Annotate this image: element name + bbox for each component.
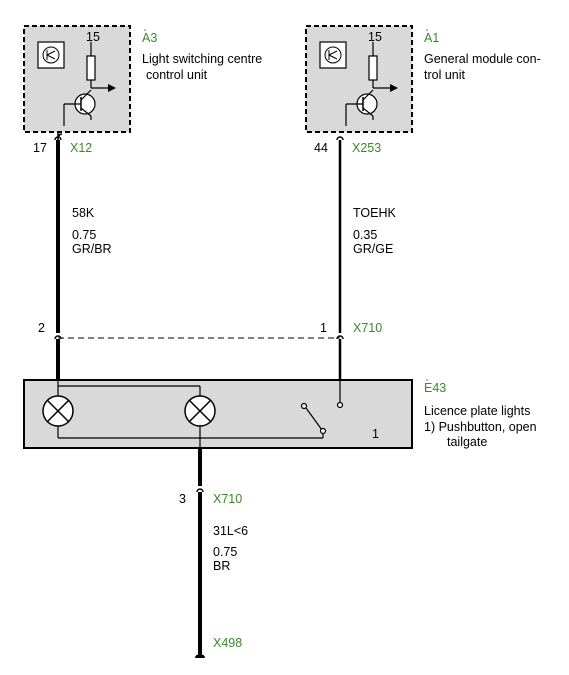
- a3-name-line2: control unit: [146, 68, 208, 82]
- a1-name-line2: trol unit: [424, 68, 466, 82]
- component-e43-box: [23, 379, 413, 449]
- a1-name-line1: General module con-: [424, 52, 541, 66]
- connector-pin-icon: [54, 136, 62, 141]
- a3-pin-out: 17: [33, 141, 47, 155]
- e43-name-line1: Licence plate lights: [424, 404, 530, 418]
- wire-bottom-size: 0.75: [213, 545, 237, 559]
- pushbutton-switch-icon: [300, 401, 344, 435]
- a3-pin-15: 15: [86, 30, 100, 44]
- a1-pin-15: 15: [368, 30, 382, 44]
- ground-name: X498: [213, 636, 242, 650]
- e43-switch-note: 1: [372, 427, 379, 441]
- wire-toehk: [336, 136, 344, 380]
- ground-icon: [195, 654, 205, 658]
- e43-id: E43: [424, 381, 446, 395]
- wire-right-signal: TOEHK: [353, 206, 396, 220]
- a1-pin-out: 44: [314, 141, 328, 155]
- id-accent-mark: [426, 29, 428, 31]
- resistor-icon: [368, 55, 378, 81]
- id-accent-mark: [144, 29, 146, 31]
- wire-bottom-signal: 31L<6: [213, 524, 248, 538]
- wire-bottom-color: BR: [213, 559, 230, 573]
- wire-58k: [54, 132, 63, 380]
- wire-right-color: GR/GE: [353, 242, 393, 256]
- connector-pin-icon: [196, 488, 204, 493]
- module-a1: 15: [305, 25, 413, 133]
- x710-top-pin-left: 2: [38, 321, 45, 335]
- wire-31l: [195, 448, 205, 658]
- id-accent-mark: [426, 379, 428, 381]
- x710-bottom-pin: 3: [179, 492, 186, 506]
- resistor-icon: [86, 55, 96, 81]
- transistor-symbol-icon: [319, 41, 347, 69]
- connector-pin-icon: [336, 335, 344, 340]
- transistor-symbol-icon: [37, 41, 65, 69]
- wire-right-size: 0.35: [353, 228, 377, 242]
- a3-id: A3: [142, 31, 157, 45]
- x710-bottom-name: X710: [213, 492, 242, 506]
- e43-name-line2: 1) Pushbutton, open: [424, 420, 537, 434]
- wire-left-size: 0.75: [72, 228, 96, 242]
- module-a3: 15: [23, 25, 131, 133]
- arrow-right-icon: [108, 84, 116, 92]
- e43-name-line3: tailgate: [447, 435, 487, 449]
- x710-top-name: X710: [353, 321, 382, 335]
- component-e43: 1: [23, 379, 413, 449]
- wire-left-color: GR/BR: [72, 242, 112, 256]
- lamp-icon: [42, 395, 74, 427]
- wire-left-signal: 58K: [72, 206, 95, 220]
- connector-pin-icon: [336, 136, 344, 141]
- a3-connector: X12: [70, 141, 92, 155]
- x710-top-pin-right: 1: [320, 321, 327, 335]
- a3-name-line1: Light switching centre: [142, 52, 262, 66]
- lamp-icon: [184, 395, 216, 427]
- arrow-right-icon: [390, 84, 398, 92]
- a1-connector: X253: [352, 141, 381, 155]
- a1-id: A1: [424, 31, 439, 45]
